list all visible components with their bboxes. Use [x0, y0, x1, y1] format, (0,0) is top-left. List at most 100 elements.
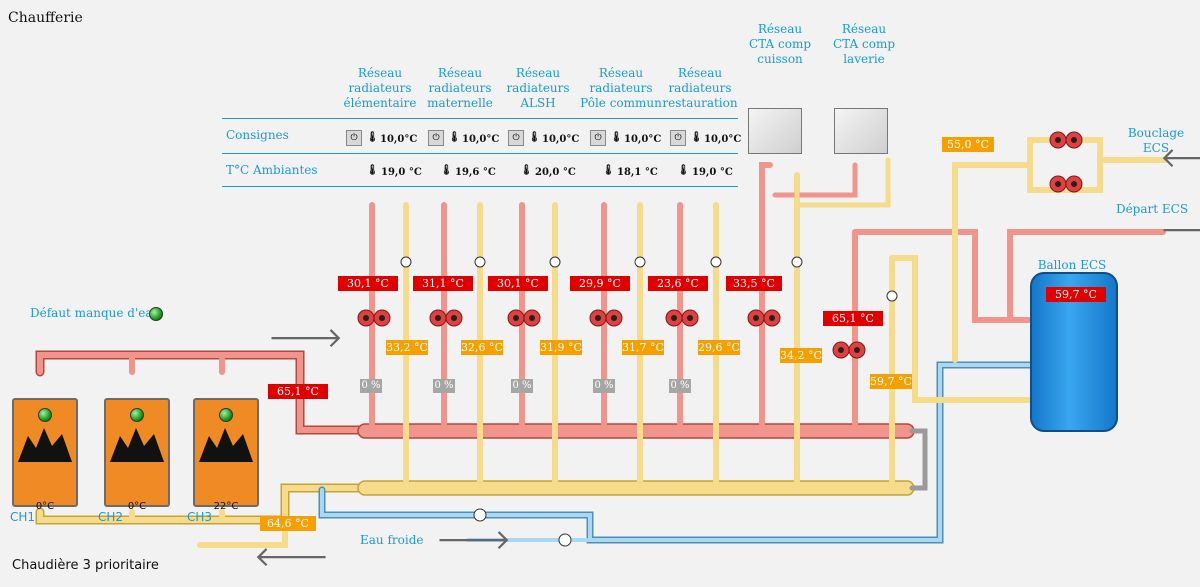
return-temp: 34,2 °C	[780, 348, 822, 363]
network-label: radiateurs	[589, 81, 653, 95]
boiler-temp: 22°C	[213, 501, 239, 512]
boiler-name: CH3	[187, 510, 213, 524]
network-header-elementaire: Réseau radiateurs élémentaire	[342, 66, 418, 111]
table-separator	[222, 186, 738, 187]
flow-temp: 30,1 °C	[338, 276, 398, 291]
page-title: Chaufferie	[8, 10, 83, 26]
ambiante-value: 19,6 °C	[455, 167, 496, 178]
consigne-value: 10,0°C	[542, 134, 580, 145]
boiler-ch3[interactable]: 22°C	[193, 398, 259, 512]
network-header-cta-laverie: Réseau CTA comp laverie	[826, 22, 902, 67]
arrow-left-icon: 🡐	[254, 540, 330, 573]
thermometer-icon: 🌡	[602, 165, 615, 176]
thermometer-icon: 🌡	[440, 165, 453, 176]
consigne-value: 10,0°C	[462, 134, 500, 145]
thermometer-icon: 🌡	[366, 165, 379, 176]
power-toggle[interactable]: ⏻	[346, 130, 362, 146]
network-label: cuisson	[757, 52, 803, 66]
network-header-pole-commun: Réseau radiateurs Pôle commun	[580, 66, 662, 111]
network-label: restauration	[662, 96, 738, 110]
valve-position: 0 %	[593, 379, 615, 393]
power-toggle[interactable]: ⏻	[670, 130, 686, 146]
thermometer-icon: 🌡	[690, 132, 703, 143]
collector-return-temp: 64,6 °C	[260, 516, 316, 531]
thermometer-icon: 🌡	[610, 132, 623, 143]
return-temp: 29,6 °C	[698, 340, 740, 355]
valve-position: 0 %	[360, 379, 382, 393]
alarm-led	[149, 307, 163, 321]
ambiante-value: 18,1 °C	[617, 167, 658, 178]
table-separator	[222, 153, 738, 154]
alarm-label: Défaut manque d'eau	[30, 306, 161, 320]
network-label: Pôle commun	[580, 96, 662, 110]
flow-temp: 33,5 °C	[726, 276, 782, 291]
network-label: maternelle	[427, 96, 493, 110]
bouclage-label: Bouclage ECS	[1127, 126, 1185, 155]
eau-froide-label: Eau froide	[360, 533, 424, 547]
network-label: CTA comp	[748, 37, 811, 51]
ambiante-value: 19,0 °C	[692, 167, 733, 178]
network-header-alsh: Réseau radiateurs ALSH	[500, 66, 576, 111]
arrow-right-icon: 🡒	[436, 523, 512, 556]
network-header-restauration: Réseau radiateurs restauration	[662, 66, 738, 111]
cta-cuisson-exchanger[interactable]	[748, 108, 802, 154]
return-temp: 32,6 °C	[461, 340, 503, 355]
boiler-status-led	[219, 408, 233, 422]
network-label: Réseau	[841, 22, 887, 36]
collector-flow-temp: 65,1 °C	[268, 384, 328, 399]
arrow-right-icon: 🡒	[1160, 213, 1200, 246]
thermometer-icon: 🌡	[520, 165, 533, 176]
depart-label: Départ ECS	[1115, 202, 1189, 216]
network-label: élémentaire	[343, 96, 417, 110]
priority-status: Chaudière 3 prioritaire	[12, 558, 159, 573]
flow-temp: 31,1 °C	[413, 276, 473, 291]
flow-temp: 23,6 °C	[648, 276, 708, 291]
boiler-ch2[interactable]: 0°C	[104, 398, 170, 512]
network-label: Réseau	[437, 66, 483, 80]
thermometer-icon: 🌡	[448, 132, 461, 143]
flame-icon	[199, 428, 253, 462]
network-label: CTA comp	[832, 37, 895, 51]
cta-laverie-exchanger[interactable]	[834, 108, 888, 154]
network-label: radiateurs	[668, 81, 732, 95]
network-label: radiateurs	[348, 81, 412, 95]
boiler-temp: 0°C	[35, 501, 55, 512]
ambiante-value: 19,0 °C	[381, 167, 422, 178]
network-header-maternelle: Réseau radiateurs maternelle	[422, 66, 498, 111]
table-separator	[222, 118, 738, 119]
return-temp: 31,7 °C	[622, 340, 664, 355]
boiler-status-led	[130, 408, 144, 422]
network-label: laverie	[843, 52, 885, 66]
thermometer-icon: 🌡	[366, 132, 379, 143]
flame-icon	[18, 428, 72, 462]
thermometer-icon: 🌡	[677, 165, 690, 176]
boiler-status-led	[38, 408, 52, 422]
network-label: Réseau	[677, 66, 723, 80]
consigne-value: 10,0°C	[624, 134, 662, 145]
boiler-name: CH1	[10, 510, 36, 524]
network-label: Réseau	[357, 66, 403, 80]
flow-temp: 29,9 °C	[570, 276, 630, 291]
ecs-return-temp: 59,7 °C	[870, 374, 912, 389]
consigne-value: 10,0°C	[380, 134, 418, 145]
power-toggle[interactable]: ⏻	[590, 130, 606, 146]
consignes-label: Consignes	[226, 128, 289, 142]
ballon-temp: 59,7 °C	[1046, 287, 1106, 302]
return-temp: 33,2 °C	[386, 340, 428, 355]
network-label: ALSH	[520, 96, 556, 110]
boiler-name: CH2	[98, 510, 124, 524]
power-toggle[interactable]: ⏻	[428, 130, 444, 146]
boiler-temp: 0°C	[127, 501, 147, 512]
network-label: Réseau	[598, 66, 644, 80]
power-toggle[interactable]: ⏻	[508, 130, 524, 146]
arrow-right-icon: 🡒	[268, 321, 344, 354]
bouclage-temp: 55,0 °C	[942, 137, 994, 152]
valve-position: 0 %	[433, 379, 455, 393]
network-label: radiateurs	[506, 81, 570, 95]
ambiantes-label: T°C Ambiantes	[226, 163, 318, 177]
ballon-label: Ballon ECS	[1037, 258, 1107, 272]
valve-position: 0 %	[669, 379, 691, 393]
flame-icon	[110, 428, 164, 462]
network-label: Réseau	[757, 22, 803, 36]
boiler-ch1[interactable]: 0°C	[12, 398, 78, 512]
